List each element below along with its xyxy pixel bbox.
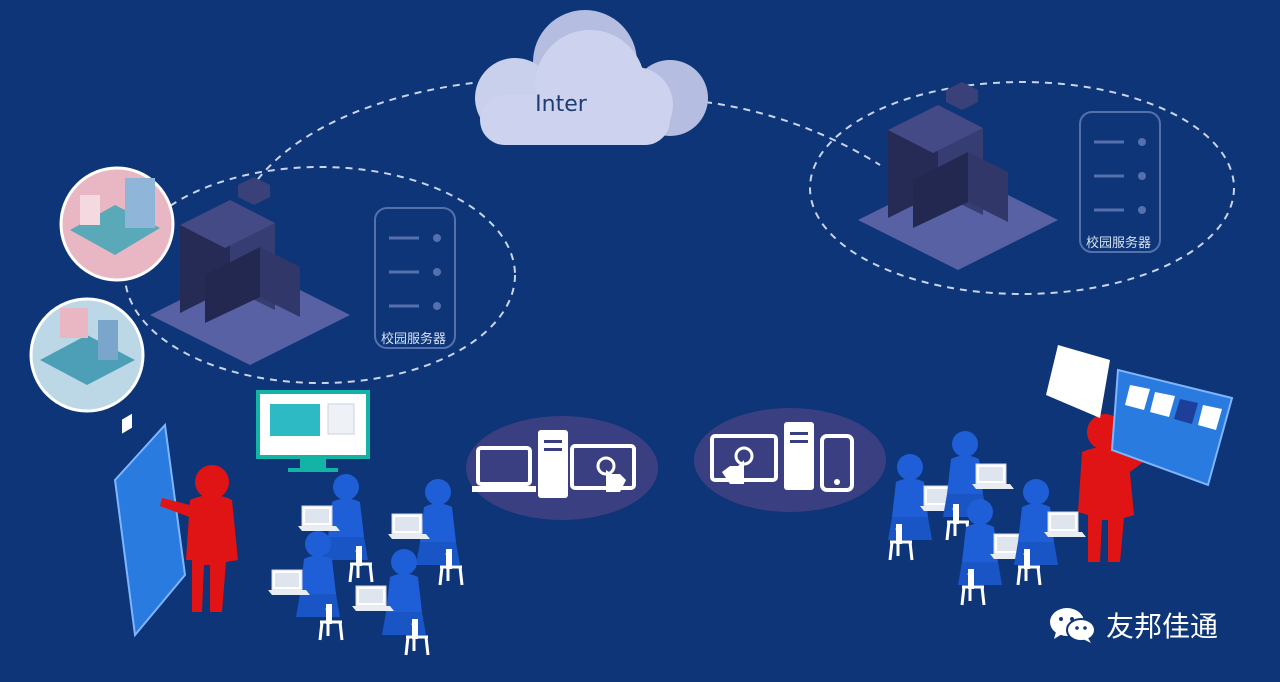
right-campus-ellipse <box>809 81 1235 295</box>
right-server-label: 校园服务器 <box>1086 236 1152 251</box>
touch-monitor-icon <box>710 434 778 484</box>
left-campus-building <box>150 177 350 365</box>
left-device-bubble <box>466 416 658 520</box>
desktop-tower-icon <box>538 430 568 498</box>
link-cloud-to-right <box>704 101 881 166</box>
classroom-photo-2 <box>29 297 145 413</box>
right-campus-server-icon <box>1078 110 1162 254</box>
wechat-icon <box>1050 608 1096 643</box>
laptop-icon <box>472 446 536 492</box>
cloud-label: Inter <box>535 92 587 117</box>
left-interactive-board <box>113 413 187 638</box>
right-campus-building <box>858 82 1058 270</box>
touch-monitor-icon <box>570 444 636 492</box>
left-teacher <box>160 465 238 612</box>
phone-icon <box>820 434 854 492</box>
brand-watermark: 友邦佳通 <box>1048 605 1218 645</box>
left-desktop-monitor <box>256 390 370 472</box>
right-students-group <box>888 431 1087 607</box>
left-students-group <box>267 474 464 657</box>
link-left-to-cloud <box>249 79 506 191</box>
right-interactive-board <box>1046 345 1234 487</box>
brand-name: 友邦佳通 <box>1106 610 1219 643</box>
left-server-label: 校园服务器 <box>381 332 447 347</box>
classroom-photo-1 <box>59 166 175 282</box>
left-campus-server-icon <box>373 206 457 350</box>
internet-cloud <box>475 10 708 145</box>
desktop-tower-icon <box>784 422 814 490</box>
right-device-bubble <box>694 408 886 512</box>
